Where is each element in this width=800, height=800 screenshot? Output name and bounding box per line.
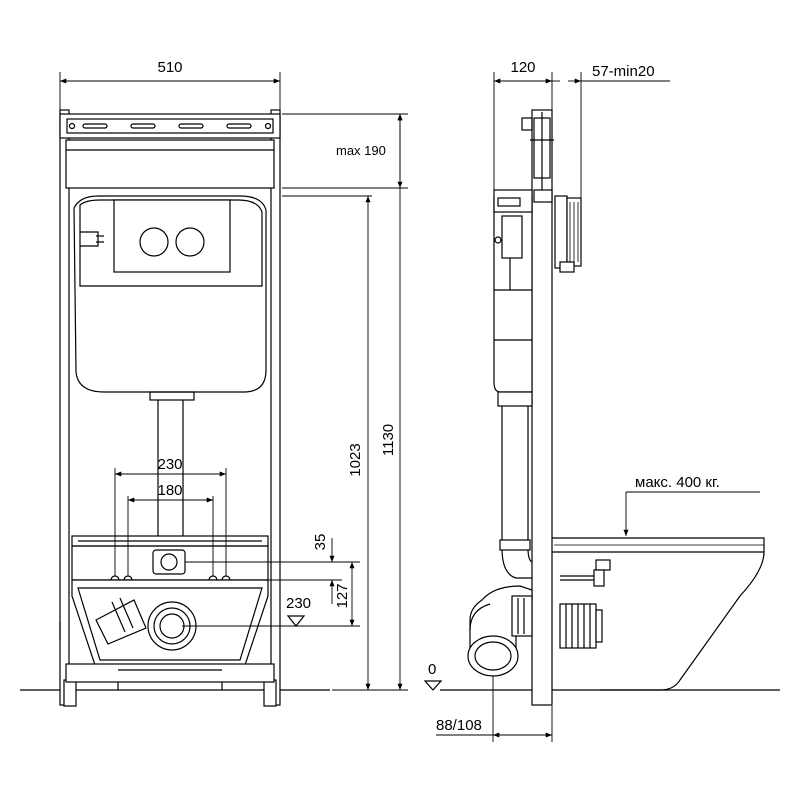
drain-elbow-side (467, 585, 533, 677)
depth-dimension: 120 (493, 59, 553, 196)
depth-label: 120 (510, 59, 535, 76)
flush-pipe-side (499, 406, 533, 579)
side-view: 120 57-min20 макс. 400 кг. 88/108 (436, 59, 780, 742)
flush-plate (554, 195, 582, 273)
floor-level-marker: 0 (423, 661, 443, 691)
height-1023-dimension: 1023 (282, 195, 372, 690)
pipe-offset-dimension: 88/108 (436, 676, 553, 742)
bolt-spacing-outer-label: 230 (157, 456, 182, 473)
height-1130-label: 1130 (380, 424, 397, 456)
toilet-bowl (552, 537, 765, 691)
width-label: 510 (157, 59, 182, 76)
cistern-side (493, 189, 533, 407)
offset-dimensions: 35 127 (182, 534, 360, 627)
frame-uprights (59, 109, 281, 707)
load-label: макс. 400 кг. (635, 474, 720, 491)
wall-thickness-dimension: 57-min20 (552, 63, 670, 198)
offset-35-label: 35 (312, 534, 329, 551)
offset-127-label: 127 (334, 583, 351, 608)
cistern (73, 195, 267, 401)
bolt-spacing-inner-label: 180 (157, 482, 182, 499)
side-frame (521, 109, 554, 706)
drain-height-marker: 230 (286, 595, 311, 627)
width-dimension: 510 (59, 59, 281, 112)
front-view: 510 max 190 1023 1130 230 (20, 59, 443, 707)
pipe-offset-label: 88/108 (436, 717, 482, 734)
max-height-dimension: max 190 (282, 113, 408, 189)
drain-height-label: 230 (286, 595, 311, 612)
height-1130-dimension: 1130 (332, 114, 408, 691)
top-rail (59, 113, 281, 189)
pan-connector (559, 603, 603, 649)
load-annotation: макс. 400 кг. (623, 474, 760, 536)
floor-level-label: 0 (428, 661, 436, 678)
wall-thickness-label: 57-min20 (592, 63, 655, 80)
max-height-label: max 190 (336, 143, 386, 158)
bolt-spacing-outer-dimension: 230 (114, 456, 227, 576)
height-1023-label: 1023 (347, 443, 364, 476)
pan-support-frame (59, 535, 275, 690)
bolt-spacing-inner-dimension: 180 (127, 482, 214, 576)
